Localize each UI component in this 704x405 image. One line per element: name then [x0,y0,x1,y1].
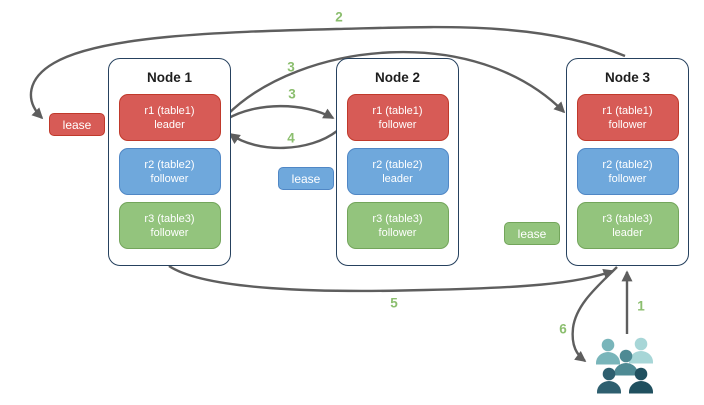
replica-range-label: r3 (table3) [144,212,195,225]
step-label-6: 6 [559,321,567,337]
replica-role: leader [154,118,185,131]
replica-range-label: r3 (table3) [602,212,653,225]
step-label-1: 1 [637,298,645,314]
step-label-3b: 3 [288,86,296,102]
replica-role: follower [378,226,417,239]
replica-role: follower [150,226,189,239]
replica-range-label: r3 (table3) [372,212,423,225]
replica-role: follower [150,172,189,185]
replica-role: leader [382,172,413,185]
users-group-icon [596,337,653,394]
replica-range-label: r1 (table1) [144,104,195,117]
node-2-replica-r1: r1 (table1) follower [346,94,449,141]
replica-range-label: r2 (table2) [144,158,195,171]
replica-range-label: r1 (table1) [602,104,653,117]
lease-badge-r2: lease [278,167,334,190]
replica-role: follower [608,118,647,131]
node-2-title: Node 2 [374,70,420,85]
arrow-step-6 [571,266,618,362]
person-back-right [629,337,653,364]
node-1-title: Node 1 [146,70,192,85]
node-3-replica-r1: r1 (table1) follower [576,94,679,141]
node-1-replica-r2: r2 (table2) follower [118,148,221,195]
replica-range-label: r2 (table2) [372,158,423,171]
node-1-replica-r3: r3 (table3) follower [118,202,221,249]
replica-range-label: r2 (table2) [602,158,653,171]
node-3-replica-r2: r2 (table2) follower [576,148,679,195]
arrow-step-3-to-node2 [226,104,335,121]
node-3: Node 3 r1 (table1) follower r2 (table2) … [566,58,689,266]
arrow-step-5 [168,265,615,293]
lease-badge-r1: lease [49,113,105,136]
replica-range-label: r1 (table1) [372,104,423,117]
step-label-3a: 3 [287,59,295,75]
person-back-left [596,338,620,365]
arrow-step-3-to-node3 [226,50,566,116]
step-label-4: 4 [287,130,295,146]
node-2-replica-r3: r3 (table3) follower [346,202,449,249]
node-3-title: Node 3 [604,70,650,85]
node-3-replica-r3: r3 (table3) leader [576,202,679,249]
arrow-step-2 [29,25,626,120]
lease-badge-r3: lease [504,222,560,245]
node-1: Node 1 r1 (table1) leader r2 (table2) fo… [108,58,231,266]
node-1-replica-r1: r1 (table1) leader [118,94,221,141]
node-2-replica-r2: r2 (table2) leader [346,148,449,195]
step-label-2: 2 [335,9,343,25]
replica-role: follower [608,172,647,185]
replica-role: follower [378,118,417,131]
arrow-step-4 [228,130,338,150]
node-2: Node 2 r1 (table1) follower r2 (table2) … [336,58,459,266]
replica-role: leader [612,226,643,239]
step-label-5: 5 [390,295,398,311]
